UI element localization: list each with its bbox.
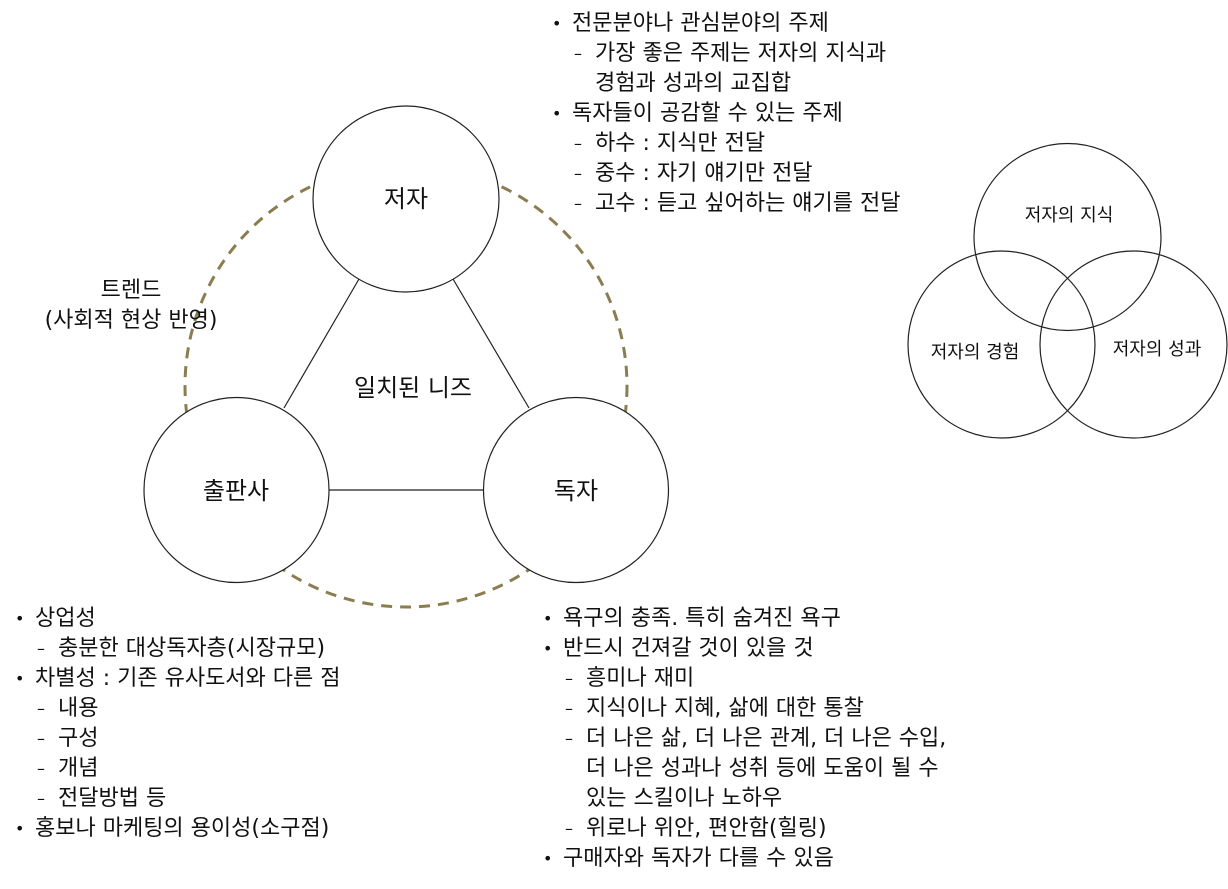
- venn-achievement-label: 저자의 성과: [1112, 339, 1202, 360]
- trend-dashed-circle: [183, 163, 629, 609]
- matched-needs-label: 일치된 니즈: [353, 374, 473, 402]
- list-item: 내용: [15, 694, 341, 724]
- list-item: 더 나은 삶, 더 나은 관계, 더 나은 수입,: [543, 724, 946, 754]
- trend-label: 트렌드 (사회적 현상 반영): [28, 276, 234, 336]
- venn-knowledge-label: 저자의 지식: [1024, 205, 1114, 226]
- list-item: 개념: [15, 754, 341, 784]
- reader-circle: [482, 396, 670, 584]
- publisher-notes-list: 상업성 충분한 대상독자층(시장규모) 차별성 : 기존 유사도서와 다른 점 …: [15, 604, 341, 844]
- venn-experience-label: 저자의 경험: [930, 342, 1020, 363]
- list-item: 경험과 성과의 교집합: [595, 71, 792, 96]
- list-item: 더 나은 성과나 성취 등에 도움이 될 수: [586, 756, 939, 781]
- list-item: 위로나 위안, 편안함(힐링): [543, 814, 946, 844]
- author-notes-list: 전문분야나 관심분야의 주제 가장 좋은 주제는 저자의 지식과 경험과 성과의…: [552, 9, 901, 219]
- list-item: 독자들이 공감할 수 있는 주제: [552, 99, 901, 129]
- list-item: 전문분야나 관심분야의 주제: [552, 9, 901, 39]
- list-item: 중수 : 자기 얘기만 전달: [552, 159, 901, 189]
- venn-achievement-circle: [1039, 250, 1228, 439]
- list-item: 가장 좋은 주제는 저자의 지식과: [552, 39, 901, 69]
- publisher-circle: [143, 396, 330, 584]
- trend-subtitle: (사회적 현상 반영): [44, 308, 218, 333]
- venn-knowledge-circle: [973, 142, 1162, 332]
- list-item: 하수 : 지식만 전달: [552, 129, 901, 159]
- list-item: 반드시 건져갈 것이 있을 것: [543, 634, 946, 664]
- author-node-label: 저자: [383, 185, 429, 213]
- list-item: 충분한 대상독자층(시장규모): [15, 634, 341, 664]
- author-publisher-line: [283, 278, 360, 409]
- list-item: 구매자와 독자가 다를 수 있음: [543, 844, 946, 874]
- list-item: 홍보나 마케팅의 용이성(소구점): [15, 814, 341, 844]
- list-item: 차별성 : 기존 유사도서와 다른 점: [15, 664, 341, 694]
- reader-node-label: 독자: [553, 477, 599, 505]
- list-item: 상업성: [15, 604, 341, 634]
- list-item: 지식이나 지혜, 삶에 대한 통찰: [543, 694, 946, 724]
- venn-experience-circle: [907, 250, 1096, 439]
- list-item: 욕구의 충족. 특히 숨겨진 욕구: [543, 604, 946, 634]
- list-item: 흥미나 재미: [543, 664, 946, 694]
- list-item: 구성: [15, 724, 341, 754]
- author-reader-line: [452, 278, 530, 409]
- list-item: 전달방법 등: [15, 784, 341, 814]
- trend-title: 트렌드: [100, 278, 162, 303]
- publisher-node-label: 출판사: [202, 477, 270, 505]
- reader-notes-list: 욕구의 충족. 특히 숨겨진 욕구 반드시 건져갈 것이 있을 것 흥미나 재미…: [543, 604, 946, 874]
- list-item: 고수 : 듣고 싶어하는 얘기를 전달: [552, 189, 901, 219]
- list-item: 있는 스킬이나 노하우: [586, 786, 783, 811]
- author-circle: [312, 105, 500, 293]
